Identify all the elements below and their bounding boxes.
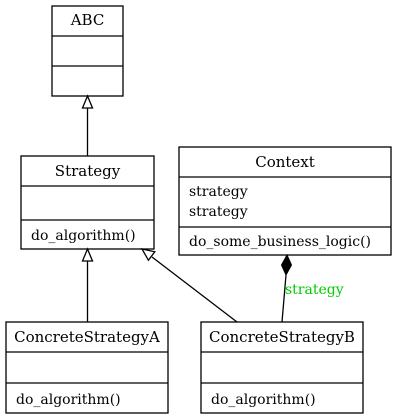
class-abc-name: ABC: [70, 11, 105, 29]
class-context-attribute: strategy: [189, 184, 248, 200]
class-concrete-strategy-a: ConcreteStrategyA do_algorithm(): [5, 321, 169, 414]
inheritance-arrowhead-icon: [81, 247, 94, 262]
class-concrete-strategy-b: ConcreteStrategyB do_algorithm(): [200, 321, 364, 414]
inheritance-line: [151, 256, 238, 323]
edge-concrete-b-inherits-strategy: [140, 248, 238, 323]
inheritance-arrowhead-icon: [140, 248, 156, 262]
class-strategy-name: Strategy: [55, 162, 121, 180]
class-abc: ABC: [51, 5, 124, 97]
class-context-name: Context: [255, 153, 315, 171]
class-concrete-a-name: ConcreteStrategyA: [14, 328, 160, 346]
class-strategy: Strategy do_algorithm(): [20, 155, 155, 250]
composition-label: strategy: [285, 282, 344, 298]
class-context: Context strategy strategy do_some_busine…: [178, 146, 392, 256]
edge-context-composes-strategy: strategy: [280, 253, 344, 323]
class-concrete-b-box: [200, 321, 364, 414]
class-context-method: do_some_business_logic(): [189, 234, 371, 250]
edge-concrete-a-inherits-strategy: [81, 247, 94, 322]
class-context-box: [178, 146, 392, 256]
class-context-attribute: strategy: [189, 204, 248, 220]
class-strategy-method: do_algorithm(): [31, 228, 136, 244]
composition-line: [281, 274, 287, 323]
composition-diamond-icon: [280, 253, 293, 277]
edge-strategy-inherits-abc: [81, 94, 94, 156]
inheritance-arrowhead-icon: [81, 94, 94, 109]
class-concrete-a-method: do_algorithm(): [16, 392, 121, 408]
class-abc-box: [51, 5, 124, 97]
class-concrete-b-method: do_algorithm(): [211, 392, 316, 408]
class-concrete-b-name: ConcreteStrategyB: [209, 328, 355, 346]
